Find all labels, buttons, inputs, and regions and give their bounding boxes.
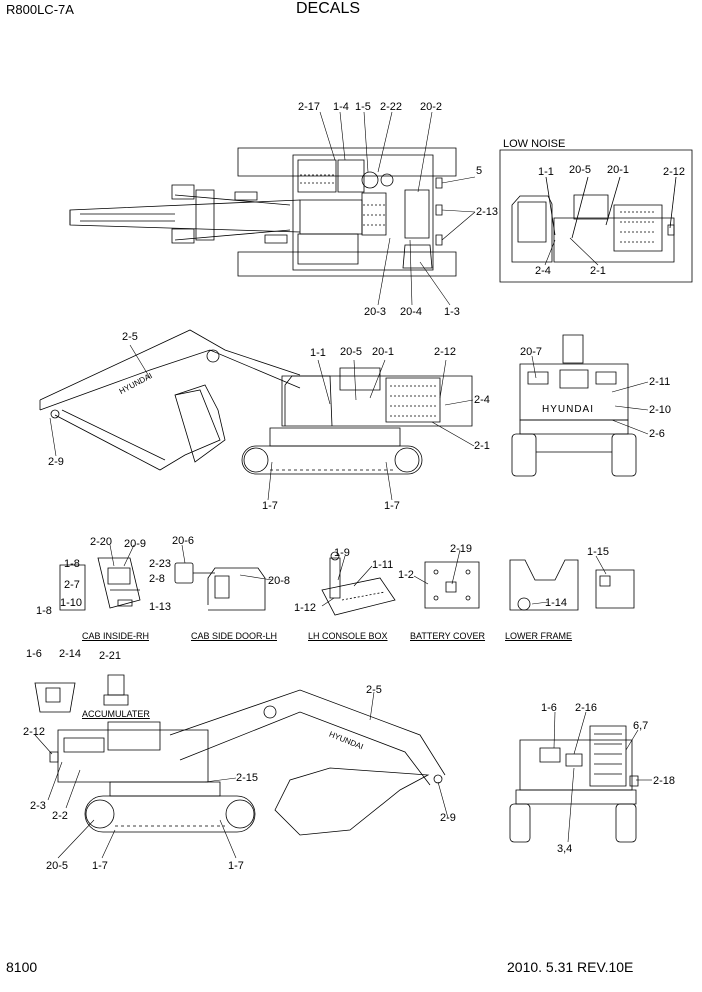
callout: 20-4 [400,306,423,318]
callout: 2-13 [476,206,499,218]
callout: 2-7 [64,579,80,591]
accumulater-detail [104,675,128,705]
callout: 6,7 [633,720,649,732]
callout: 20-1 [372,346,395,358]
revision-date: 2010. 5.31 REV.10E [507,959,634,975]
view-label-lower-frame: LOWER FRAME [505,631,573,641]
view-label-accumulater: ACCUMULATER [82,709,150,719]
callout: 1-6 [26,648,42,660]
callout: 20-8 [268,575,291,587]
callout: 1-14 [545,597,568,609]
callout: 20-1 [607,164,630,176]
lh-console-box-detail [322,552,395,615]
callout: 2-9 [48,456,64,468]
callout: 2-1 [590,265,606,277]
battery-cover-detail [425,562,479,608]
callout: 2-4 [474,394,490,406]
callout: 2-9 [440,812,456,824]
rear-view-excavator [512,335,636,476]
side-view-rh-excavator [50,690,445,835]
page-number: 8100 [6,959,38,975]
callout: 20-9 [124,538,147,550]
callout: 20-2 [420,101,443,113]
callout: 2-2 [52,810,68,822]
leader-lines [35,112,652,858]
callout: 2-22 [380,101,403,113]
callout: 20-5 [569,164,592,176]
view-label-cab-side-door-lh: CAB SIDE DOOR-LH [191,631,278,641]
callout: 2-12 [23,726,46,738]
callout: 1-5 [355,101,371,113]
callout: 2-10 [649,404,672,416]
view-label-lh-console-box: LH CONSOLE BOX [308,631,388,641]
front-view-excavator [510,726,638,842]
callout: 2-4 [535,265,551,277]
callout: 1-9 [334,547,350,559]
callout: 1-7 [262,500,278,512]
callout: 1-1 [538,166,554,178]
callout: 2-20 [90,536,113,548]
callout: 1-3 [444,306,460,318]
callout: 2-11 [649,376,671,388]
callout: 2-1 [474,440,490,452]
callout: 5 [476,165,483,177]
callout: 2-6 [649,428,665,440]
callout: 20-3 [364,306,387,318]
page-title: DECALS [296,0,361,17]
callout: 2-12 [663,166,686,178]
callout: 1-8 [36,605,52,617]
callout: 2-8 [149,573,165,585]
callout: 2-5 [122,331,138,343]
callout: 1-4 [333,101,349,113]
view-label-battery-cover: BATTERY COVER [410,631,486,641]
callout: 20-5 [340,346,363,358]
view-label-cab-inside-rh: CAB INSIDE-RH [82,631,150,641]
callout: 1-1 [310,347,326,359]
brand-mark-counterweight: HYUNDAI [542,404,595,415]
callout: 1-15 [587,546,610,558]
lower-plate-detail [596,570,634,608]
callout: 1-13 [149,601,172,613]
callout: 1-11 [372,559,394,571]
callout: 1-12 [294,602,317,614]
cab-side-door-detail [175,563,265,610]
low-noise-view [500,150,692,282]
callout: 1-8 [64,558,80,570]
callout: 3,4 [557,843,573,855]
view-label-low-noise: LOW NOISE [503,138,566,150]
callout: 2-5 [366,684,382,696]
cab-inside-rh-detail [60,558,140,610]
callout: 1-7 [384,500,400,512]
callout: 20-7 [520,346,543,358]
callout: 2-18 [653,775,676,787]
callout: 1-7 [92,860,108,872]
cab-step-detail [35,683,75,712]
callout: 2-19 [450,543,473,555]
callout: 2-14 [59,648,82,660]
lower-frame-detail [510,560,578,610]
callout: 20-5 [46,860,69,872]
callout: 1-6 [541,702,557,714]
callout: 2-17 [298,101,321,113]
callout: 2-15 [236,772,259,784]
callout: 2-23 [149,558,172,570]
callout: 1-2 [398,569,414,581]
callout: 2-12 [434,346,457,358]
callout: 2-16 [575,702,598,714]
callout: 1-7 [228,860,244,872]
callout: 2-21 [99,650,122,662]
top-view-excavator [70,148,456,276]
callout: 1-10 [60,597,83,609]
callout: 20-6 [172,535,195,547]
side-view-excavator [40,330,472,474]
model-number: R800LC-7A [6,2,74,17]
callout: 2-3 [30,800,46,812]
